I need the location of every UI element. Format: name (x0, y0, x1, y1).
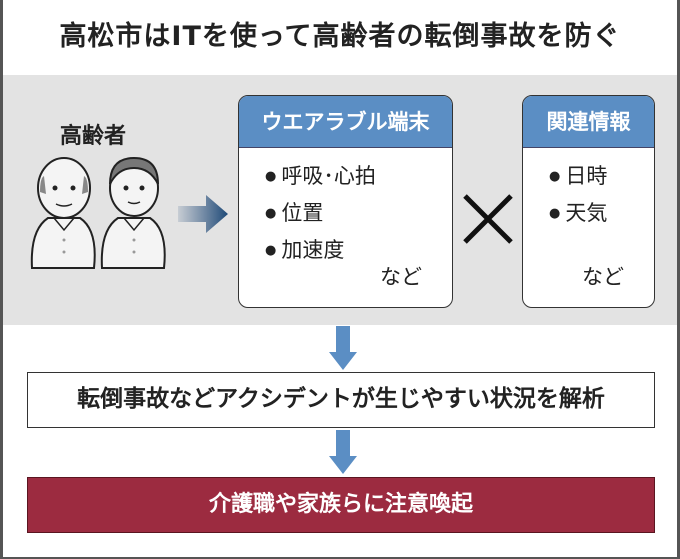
wearable-etc: など (380, 265, 422, 289)
related-info-box: 関連情報 日時 天気 など (522, 95, 655, 308)
wearable-item: 加速度 (265, 232, 452, 269)
wearable-item: 位置 (265, 195, 452, 232)
analysis-box: 転倒事故などアクシデントが生じやすい状況を解析 (27, 372, 655, 428)
wearable-header: ウエアラブル端末 (239, 96, 452, 148)
wearable-item: 呼吸･心拍 (265, 158, 452, 195)
related-header: 関連情報 (523, 96, 654, 148)
arrow-down-icon (329, 430, 357, 474)
alert-box: 介護職や家族らに注意喚起 (27, 477, 655, 533)
arrow-down-icon (329, 326, 357, 370)
related-item: 日時 (549, 158, 654, 195)
wearable-device-box: ウエアラブル端末 呼吸･心拍 位置 加速度 など (238, 95, 453, 308)
elderly-couple-illustration (30, 156, 166, 269)
multiply-icon (463, 194, 513, 244)
arrow-right-icon (178, 195, 228, 233)
related-etc: など (582, 265, 624, 289)
elderly-label: 高齢者 (60, 124, 127, 149)
page-title: 高松市はITを使って高齢者の転倒事故を防ぐ (59, 21, 621, 52)
related-item: 天気 (549, 195, 654, 232)
